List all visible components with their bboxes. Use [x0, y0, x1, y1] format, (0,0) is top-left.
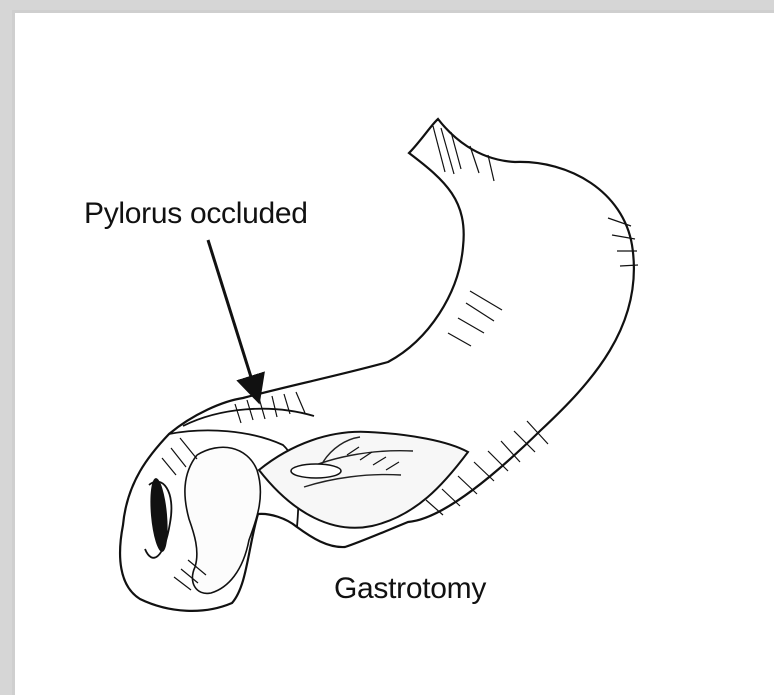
gastrotomy-label: Gastrotomy	[334, 572, 486, 606]
gastrotomy-pylorus	[291, 464, 341, 478]
pylorus-arrow	[208, 240, 256, 393]
lower-lobes	[185, 447, 261, 593]
pylorus-label: Pylorus occluded	[84, 197, 308, 231]
